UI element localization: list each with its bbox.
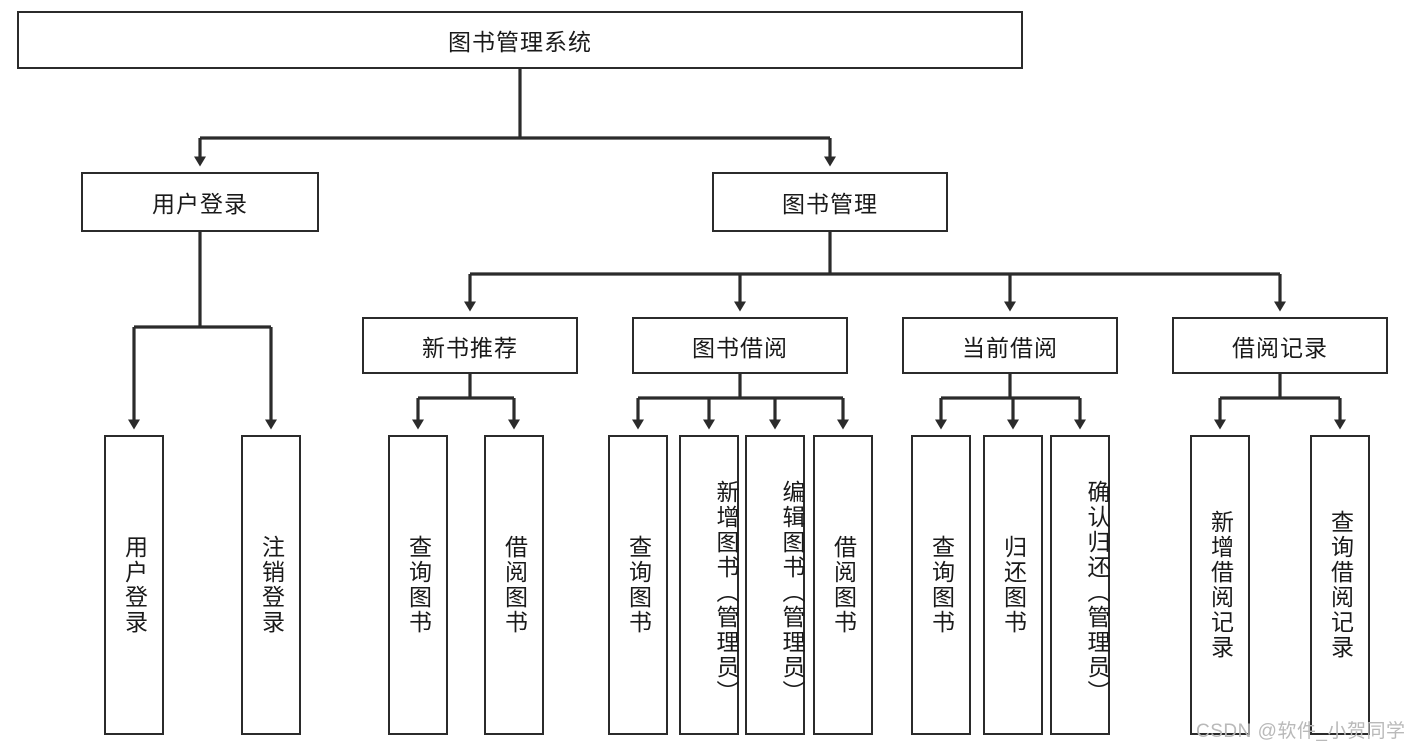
node-leaf-return-book-label: 归还图书	[1000, 535, 1027, 635]
node-new-book-recommend-label: 新书推荐	[422, 334, 518, 361]
node-leaf-query-borrow-record-label: 查询借阅记录	[1327, 510, 1354, 660]
node-leaf-query-book-3-label: 查询图书	[928, 535, 955, 635]
node-root[interactable]: 图书管理系统	[17, 11, 1023, 69]
node-leaf-query-book-1-label: 查询图书	[405, 535, 432, 635]
node-current-borrow[interactable]: 当前借阅	[902, 317, 1118, 374]
node-leaf-edit-book-admin-label: 编辑图书（管理员）	[779, 479, 805, 705]
node-leaf-query-book-2[interactable]: 查询图书	[608, 435, 668, 735]
node-leaf-logout-label: 注销登录	[258, 535, 285, 635]
node-leaf-query-book-1[interactable]: 查询图书	[388, 435, 448, 735]
node-leaf-query-book-2-label: 查询图书	[625, 535, 652, 635]
node-leaf-user-login[interactable]: 用户登录	[104, 435, 164, 735]
node-borrow-records[interactable]: 借阅记录	[1172, 317, 1388, 374]
node-leaf-borrow-book-1[interactable]: 借阅图书	[484, 435, 544, 735]
node-leaf-add-book-admin-label: 新增图书（管理员）	[713, 479, 739, 705]
node-book-borrow[interactable]: 图书借阅	[632, 317, 848, 374]
node-leaf-borrow-book-2-label: 借阅图书	[830, 535, 857, 635]
node-leaf-borrow-book-1-label: 借阅图书	[501, 535, 528, 635]
node-leaf-confirm-return-admin-label: 确认归还（管理员）	[1084, 479, 1110, 705]
node-user-login[interactable]: 用户登录	[81, 172, 319, 232]
node-leaf-logout[interactable]: 注销登录	[241, 435, 301, 735]
node-current-borrow-label: 当前借阅	[962, 334, 1058, 361]
node-new-book-recommend[interactable]: 新书推荐	[362, 317, 578, 374]
node-book-manage[interactable]: 图书管理	[712, 172, 948, 232]
node-leaf-edit-book-admin[interactable]: 编辑图书（管理员）	[745, 435, 805, 735]
watermark-text: CSDN @软件_小贺同学	[1196, 721, 1405, 742]
node-leaf-add-borrow-record[interactable]: 新增借阅记录	[1190, 435, 1250, 735]
node-leaf-add-borrow-record-label: 新增借阅记录	[1207, 510, 1234, 660]
node-leaf-user-login-label: 用户登录	[121, 535, 148, 635]
node-leaf-confirm-return-admin[interactable]: 确认归还（管理员）	[1050, 435, 1110, 735]
node-leaf-query-book-3[interactable]: 查询图书	[911, 435, 971, 735]
node-leaf-borrow-book-2[interactable]: 借阅图书	[813, 435, 873, 735]
node-borrow-records-label: 借阅记录	[1232, 334, 1328, 361]
node-leaf-query-borrow-record[interactable]: 查询借阅记录	[1310, 435, 1370, 735]
node-book-borrow-label: 图书借阅	[692, 334, 788, 361]
node-root-label: 图书管理系统	[448, 29, 592, 55]
node-leaf-return-book[interactable]: 归还图书	[983, 435, 1043, 735]
node-user-login-label: 用户登录	[152, 191, 248, 217]
node-leaf-add-book-admin[interactable]: 新增图书（管理员）	[679, 435, 739, 735]
node-book-manage-label: 图书管理	[782, 191, 878, 217]
